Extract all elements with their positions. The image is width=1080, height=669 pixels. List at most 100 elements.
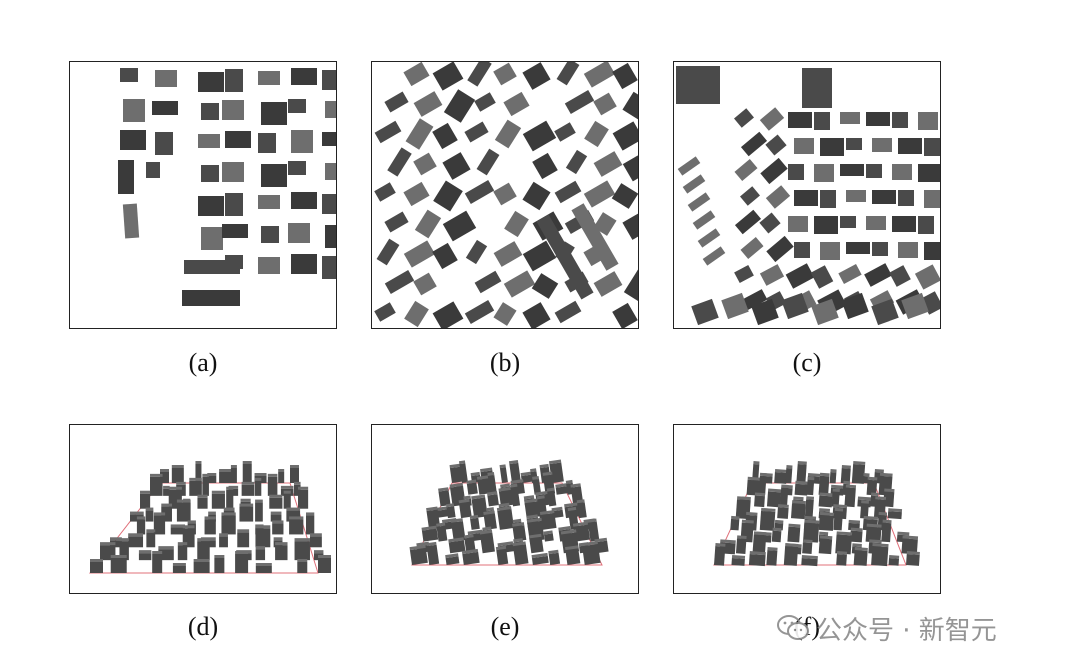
building-face — [219, 536, 228, 548]
building — [898, 190, 914, 206]
building — [838, 264, 862, 284]
building-face — [239, 506, 254, 522]
building — [760, 157, 788, 185]
building-face — [524, 501, 541, 519]
building — [536, 214, 594, 300]
building — [413, 152, 437, 176]
building-3d — [426, 541, 440, 565]
building-roof — [513, 538, 523, 543]
building-face — [448, 540, 466, 554]
building-3d — [458, 498, 472, 519]
panel-f-3d-view — [673, 424, 941, 594]
building-roof — [486, 491, 498, 496]
building-face — [290, 468, 299, 483]
building-roof — [731, 555, 746, 559]
building-3d — [226, 486, 234, 509]
building-face — [163, 488, 170, 496]
building-roof — [286, 507, 301, 511]
building-face — [766, 491, 782, 508]
building-roof — [487, 472, 495, 476]
building — [442, 152, 471, 180]
building-roof — [436, 522, 446, 527]
building-roof — [819, 511, 835, 516]
building-3d — [803, 519, 820, 543]
caption-a: (a) — [188, 348, 218, 377]
building-face — [160, 472, 169, 483]
building — [493, 62, 517, 86]
building-3d — [714, 543, 726, 566]
building-3d — [881, 519, 892, 543]
building — [918, 164, 940, 182]
building-face — [172, 566, 186, 573]
building-3d — [499, 464, 508, 483]
building — [432, 122, 458, 150]
building-roof — [294, 481, 301, 485]
caption-d: (d) — [187, 612, 219, 641]
building-3d — [294, 481, 301, 496]
building — [494, 119, 522, 149]
building-face — [195, 464, 202, 483]
building-roof — [523, 495, 535, 500]
building-face — [577, 502, 587, 519]
building-roof — [797, 461, 807, 465]
building-roof — [273, 537, 283, 541]
building — [414, 209, 442, 239]
building-face — [219, 472, 232, 483]
building-roof — [878, 511, 888, 516]
building-roof — [150, 473, 163, 477]
building — [325, 163, 336, 180]
building — [802, 68, 832, 108]
building-roof — [576, 499, 585, 504]
building-face — [582, 543, 601, 565]
building-face — [459, 463, 468, 484]
building-face — [197, 541, 210, 561]
building-face — [487, 474, 497, 495]
building-3d — [306, 512, 315, 535]
building-roof — [512, 541, 526, 547]
building-face — [470, 517, 480, 530]
caption-e: (e) — [490, 612, 520, 641]
building-roof — [110, 537, 122, 541]
building-roof — [499, 464, 506, 469]
building-roof — [777, 504, 789, 508]
building-roof — [804, 519, 820, 524]
building-roof — [318, 555, 331, 558]
building-3d — [239, 503, 254, 522]
building-3d — [255, 525, 271, 548]
building — [924, 190, 940, 208]
building-3d — [219, 533, 228, 548]
building-3d — [241, 481, 255, 496]
building-3d — [170, 524, 186, 535]
building-roof — [863, 515, 879, 520]
building-3d — [572, 521, 591, 542]
footprint-map-c — [676, 66, 940, 326]
building-3d — [883, 488, 895, 508]
building-roof — [889, 555, 900, 559]
building — [291, 192, 317, 209]
building-face — [310, 536, 322, 548]
building-3d — [804, 496, 815, 519]
building-face — [214, 558, 225, 573]
building — [554, 300, 582, 324]
building-roof — [158, 546, 174, 550]
building-roof — [254, 473, 267, 476]
building-face — [480, 532, 495, 554]
building-3d — [255, 499, 263, 522]
building — [583, 180, 616, 208]
building — [740, 236, 764, 260]
building-roof — [176, 499, 191, 503]
building-roof — [869, 539, 882, 544]
building-roof — [485, 507, 494, 512]
building-face — [806, 479, 815, 496]
building-face — [802, 542, 813, 554]
building-face — [883, 491, 895, 508]
building-roof — [906, 551, 920, 555]
building-3d — [255, 563, 272, 573]
building — [465, 239, 488, 265]
building-face — [844, 487, 856, 508]
building-3d — [254, 477, 262, 496]
building-roof — [867, 476, 878, 481]
building — [258, 257, 280, 274]
building-roof — [531, 552, 548, 559]
